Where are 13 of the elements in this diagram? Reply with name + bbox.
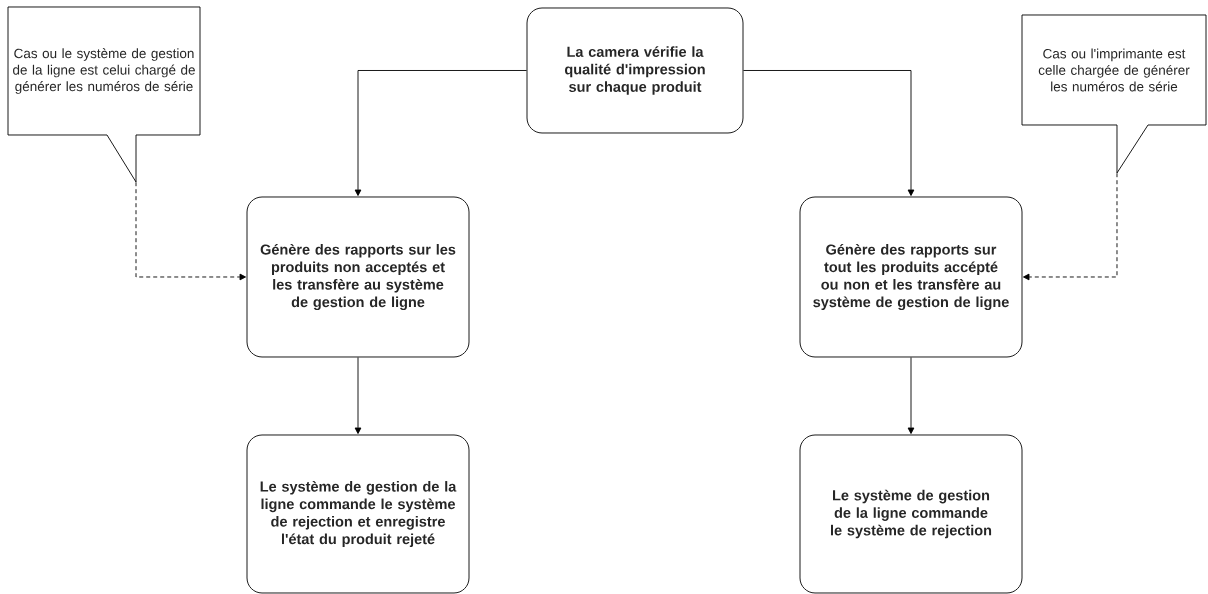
dashed-arrow — [135, 181, 246, 281]
process-box: Le système de gestion de la ligne commande le système de rejection — [799, 434, 1023, 594]
process-box: Génère des rapports sur tout les produits accépté ou non et les transfère au système de gestion de ligne — [799, 196, 1023, 358]
arrow — [907, 357, 915, 434]
arrow — [743, 70, 915, 196]
arrow — [354, 357, 362, 434]
process-box: Le système de gestion de la ligne commande le système de rejection et enregistre l'état du produit rejeté — [246, 434, 470, 594]
arrow — [354, 70, 527, 196]
callout-box: Cas ou le système de gestion de la ligne est celui chargé de générer les numéros de série — [7, 6, 201, 183]
callout-box: Cas ou l'imprimante est celle chargée de générer les numéros de série — [1021, 14, 1207, 174]
dashed-arrow — [1023, 172, 1118, 281]
process-box: Génère des rapports sur les produits non acceptés et les transfère au système de gestion de ligne — [246, 196, 470, 358]
process-box: La camera vérifie la qualité d'impression sur chaque produit — [526, 7, 744, 134]
